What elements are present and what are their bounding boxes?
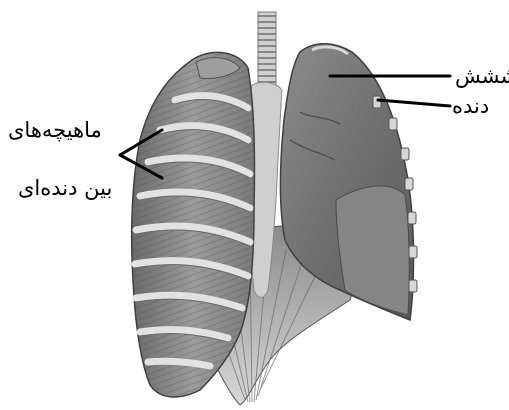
lung-label: ششش — [455, 66, 509, 87]
intercostal-muscles-label-line1: ماهیچه‌های — [8, 120, 102, 141]
intercostal-muscles-label-line2: بین دنده‌ای — [18, 178, 112, 199]
rib-label: دنده — [452, 96, 489, 117]
trachea — [258, 12, 276, 92]
